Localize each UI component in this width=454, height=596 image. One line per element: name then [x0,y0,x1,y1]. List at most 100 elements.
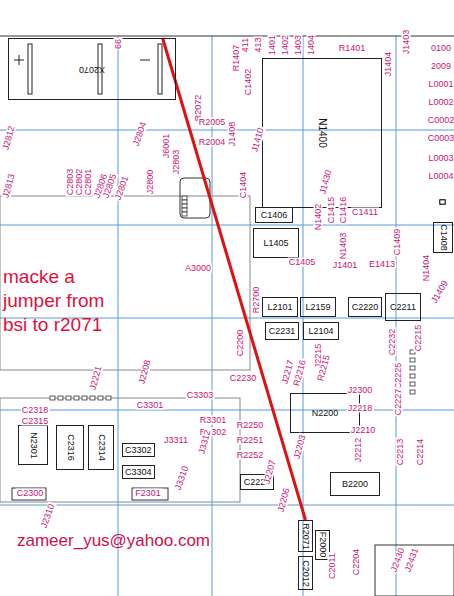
part-label: C2213 [396,438,405,467]
part-name: B2200 [342,480,368,489]
part-label: J2207 [262,458,278,486]
part-label: J2310 [39,502,57,530]
part-label: C2011 [328,552,337,580]
part-label: C2230 [229,374,258,383]
part-label: J2208 [137,358,153,386]
part-label: N1402 [314,203,323,232]
part-name: R2071 [301,523,310,550]
grid-lines [0,36,454,596]
part-label: C2225 [394,362,403,391]
part-label: N1403 [339,232,348,261]
part-label: R2005 [198,118,227,127]
part-label: R2252 [236,451,265,460]
part-label: C2803 [66,168,75,197]
part-label: C2300 [16,489,45,498]
part-name: N2301 [29,432,38,459]
part-label: R3301 [199,416,228,425]
part-label: 1404 [307,34,316,56]
part-label: R1407 [232,44,241,73]
part-name: C1408 [439,224,448,251]
component-box: L1405 [253,228,299,258]
part-label: J3311 [163,436,189,445]
part-label: J2221 [88,364,104,392]
component-box: N2301 [18,425,48,465]
part-label: C2318 [21,406,50,415]
board-outline [0,36,454,596]
jumper-wire [163,38,306,520]
part-label: C1402 [244,68,253,97]
part-label: J1408 [228,121,237,148]
part-name: C3304 [125,468,152,477]
part-label: R2004 [198,138,227,147]
part-name: C2231 [269,327,296,336]
part-name: C2316 [66,434,75,461]
part-label: 66 [114,38,123,50]
part-label: 1403 [294,34,303,56]
part-name: C2211 [390,303,416,312]
part-label: J1430 [318,168,334,196]
part-label: 1401 [268,34,277,56]
part-label: C0003 [427,134,454,143]
part-label: J2206 [276,486,292,514]
part-name: C3302 [125,446,152,455]
part-name: C2220 [352,303,379,312]
part-label: J6001 [162,133,171,160]
part-name: X2070 [79,65,105,74]
author-email: zameer_yus@yahoo.com [16,530,211,551]
component-box: C1408 [433,222,453,253]
part-label: C2232 [388,328,397,357]
part-label: J1401 [332,261,359,270]
component-box: C2220 [348,297,382,317]
part-label: L0002 [427,98,454,107]
part-label: C2204 [352,548,361,577]
part-label: J3310 [173,464,191,492]
part-label: C1405 [288,258,317,267]
part-label: C2200 [236,329,245,358]
part-label: J2803 [172,149,181,176]
part-name: L1405 [263,239,288,248]
component-box: L2104 [303,322,339,340]
part-label: C2215 [414,324,423,353]
component-box: L2159 [300,297,336,317]
connector-pins [14,44,162,94]
part-label: E1413 [368,260,396,269]
part-label: C1404 [239,171,248,200]
part-label: C0002 [427,116,454,125]
part-label: J1403 [402,29,411,56]
part-name: C1406 [261,211,288,220]
part-label: C2214 [416,438,425,467]
part-label: L0003 [427,154,454,163]
part-label: J1409 [429,278,450,305]
part-name: C2314 [97,434,106,461]
component-box: C1406 [255,207,293,223]
part-label: C3301 [136,401,165,410]
solder-pads [50,196,445,400]
part-name: N2200 [312,409,339,418]
part-label: 2009 [430,62,452,71]
part-label: R1401 [338,44,367,53]
part-label: N1404 [422,254,431,283]
part-label: C2801 [84,168,93,197]
part-label: C1411 [351,208,379,217]
part-label: A3000 [184,264,212,273]
part-label: J2218 [347,404,374,413]
part-label: 1402 [281,34,290,56]
component-box: C2211 [385,293,421,321]
component-box: C2316 [56,425,84,470]
part-label: J2800 [146,169,155,196]
part-label: J2804 [131,120,149,148]
component-box: C3304 [122,465,155,479]
part-label: C1409 [393,228,402,257]
part-label: J1404 [384,51,393,78]
part-name: N1400 [317,118,327,147]
part-label: C2227 [394,388,403,417]
component-box: C3302 [122,443,155,457]
part-label: R2250 [236,421,265,430]
jumper-note: macke a jumper from bsi to r2071 [2,265,122,336]
part-label: J2210 [350,426,377,435]
part-name: C2012 [301,560,310,587]
part-name: L2104 [308,327,333,336]
part-label: R2251 [236,436,265,445]
component-box: C2314 [88,425,114,470]
